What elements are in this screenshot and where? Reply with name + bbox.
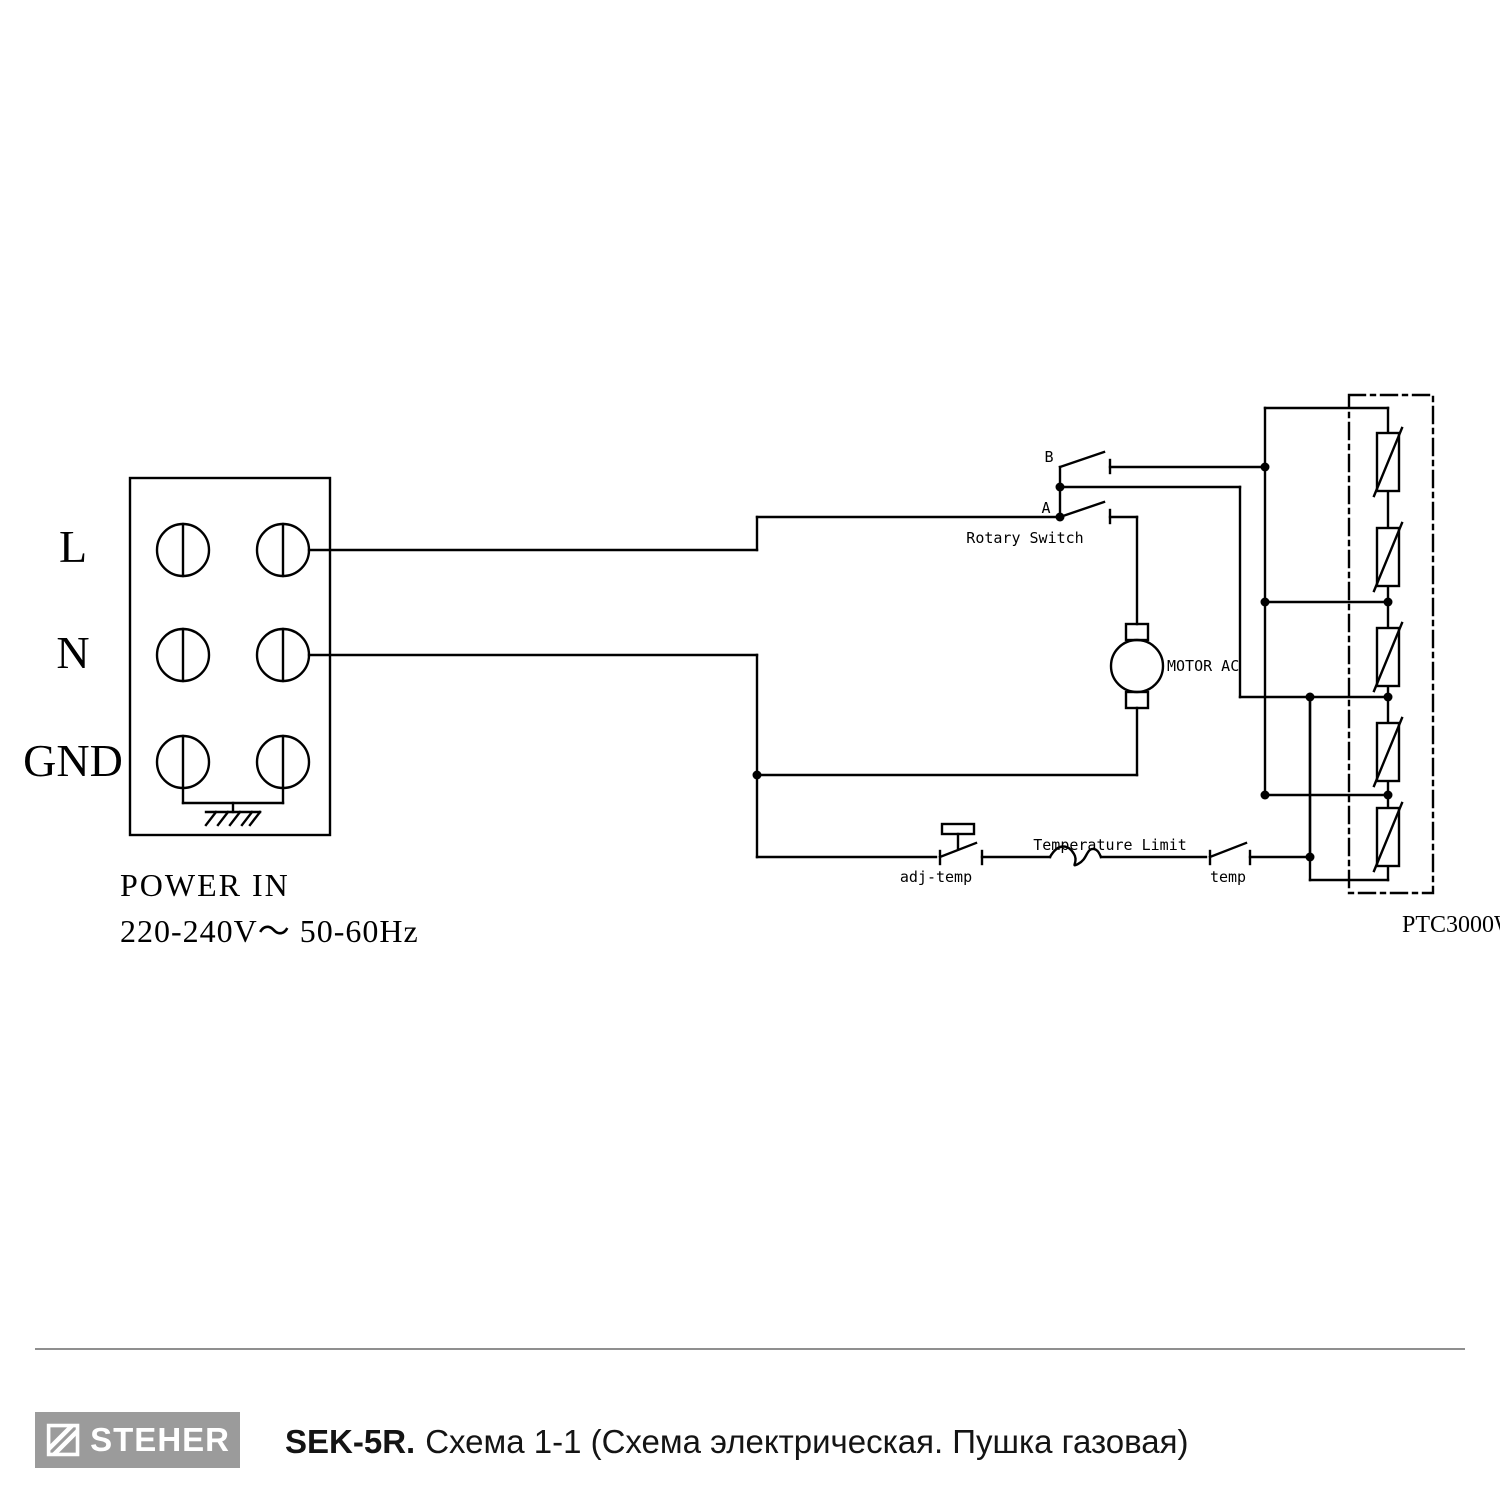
adj-temp-switch — [938, 822, 1052, 866]
contact-b-label: B — [1044, 448, 1053, 466]
ptc-resistor — [1372, 426, 1404, 498]
temperature-limit-fuse — [1048, 845, 1208, 867]
model-number: SEK-5R. — [285, 1423, 416, 1460]
rotary-switch-label: Rotary Switch — [966, 529, 1083, 547]
caption-text: Схема 1-1 (Схема электрическая. Пушка га… — [425, 1423, 1189, 1460]
terminal-screw — [255, 627, 311, 683]
terminal-screw — [255, 522, 311, 578]
steher-mark-icon — [46, 1423, 80, 1457]
motor-ac-label: MOTOR AC — [1167, 657, 1239, 675]
ptc-enclosure-border — [1347, 393, 1435, 895]
rotary-switch — [1058, 450, 1312, 699]
ground-symbol — [181, 786, 285, 827]
temp-label: temp — [1210, 868, 1246, 886]
wire-neutral — [307, 653, 1139, 859]
temperature-limit-label: Temperature Limit — [1033, 836, 1187, 854]
motor-ac — [1109, 515, 1165, 777]
power-rating-label: 220-240V～ 50-60Hz — [120, 913, 419, 949]
ptc-resistor — [1372, 716, 1404, 788]
wiring-diagram: L N GND POWER IN 220-240V～ 50-60Hz B A R… — [23, 393, 1500, 949]
schematic-caption: SEK-5R. Схема 1-1 (Схема электрическая. … — [285, 1420, 1188, 1464]
contact-a-label: A — [1041, 499, 1050, 517]
junction-dots — [752, 462, 1393, 862]
temp-switch — [1208, 695, 1312, 866]
ptc-bank — [1372, 426, 1404, 873]
terminal-screw — [155, 734, 211, 790]
brand-logo: STEHER — [35, 1412, 240, 1468]
ptc-resistor — [1372, 801, 1404, 873]
terminal-label-l: L — [59, 521, 87, 572]
power-in-label: POWER IN — [120, 867, 290, 903]
ptc-bus — [1263, 406, 1390, 882]
terminal-screw — [155, 627, 211, 683]
ptc-rating-label: PTC3000W — [1402, 912, 1500, 938]
wire-live — [307, 515, 1062, 552]
ptc-resistor — [1372, 621, 1404, 693]
terminal-label-gnd: GND — [23, 735, 123, 786]
terminal-label-n: N — [56, 627, 89, 678]
ptc-resistor — [1372, 521, 1404, 593]
terminal-screw — [155, 522, 211, 578]
brand-name: STEHER — [90, 1421, 230, 1458]
footer-divider — [35, 1348, 1465, 1350]
terminal-block — [128, 476, 332, 837]
adj-temp-label: adj-temp — [900, 868, 972, 886]
terminal-screw — [255, 734, 311, 790]
